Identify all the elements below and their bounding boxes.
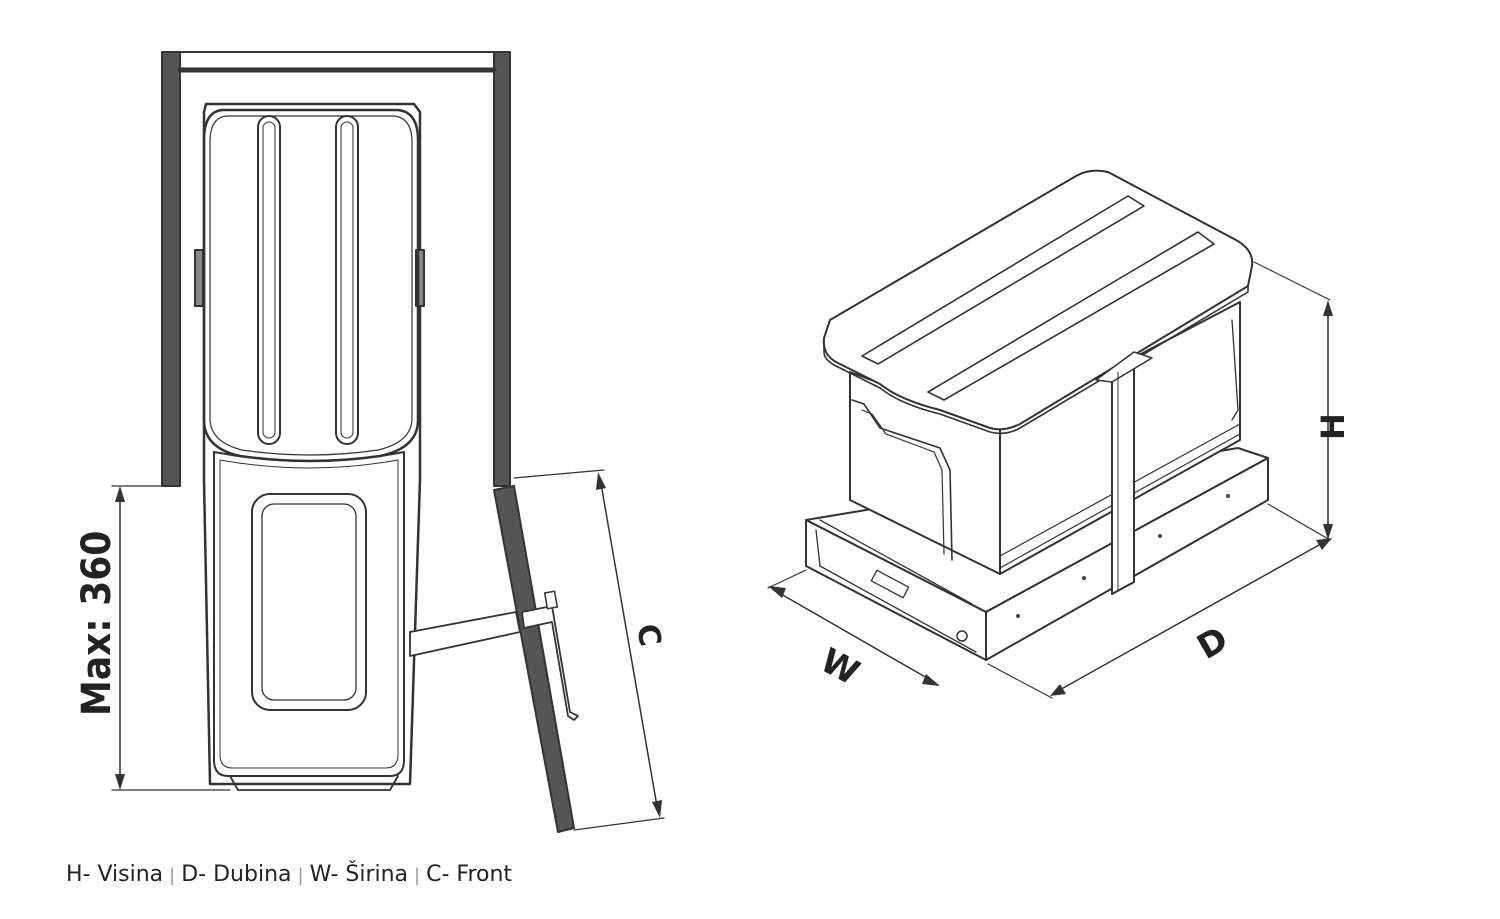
vertical-strap — [1111, 361, 1135, 595]
legend-item-c: C- Front — [426, 862, 513, 887]
bin-lid — [202, 108, 420, 463]
iso-view — [767, 169, 1333, 699]
cabinet-back-wall — [179, 51, 495, 71]
iso-lid-rib-1 — [861, 195, 1145, 365]
legend-separator: | — [169, 865, 176, 886]
h-label: H — [1314, 413, 1352, 440]
legend-item-d: D- Dubina — [181, 862, 292, 887]
iso-lid-top — [822, 169, 1254, 431]
bin-basin — [213, 451, 405, 777]
lid-rib-right — [335, 115, 359, 445]
door-arm — [409, 611, 521, 657]
legend-item-w: W- Širina — [309, 862, 409, 887]
cabinet-left-wall — [161, 51, 181, 487]
d-dim-line — [1055, 539, 1329, 693]
d-label: D — [1191, 619, 1235, 668]
door-handle — [521, 605, 579, 721]
legend-item-h: H- Visina — [66, 862, 164, 887]
iso-lid-rib-2 — [927, 231, 1215, 401]
cabinet-right-wall — [493, 51, 511, 487]
right-hinge — [415, 249, 425, 307]
w-dim-line — [773, 589, 935, 683]
top-view — [111, 51, 665, 833]
bin-label-plate — [251, 493, 367, 711]
c-dim-line — [599, 477, 659, 813]
c-label: C — [629, 621, 667, 649]
w-label: W — [814, 641, 866, 694]
left-hinge — [194, 249, 204, 307]
front-door-panel — [493, 485, 575, 833]
pullout-frame — [202, 102, 422, 786]
basin-bottom-edge — [229, 775, 399, 791]
legend-separator: | — [297, 865, 304, 886]
legend-separator: | — [414, 865, 421, 886]
lid-rib-left — [257, 115, 281, 445]
max-height-label: Max: 360 — [74, 531, 120, 716]
legend: H- Visina|D- Dubina|W- Širina|C- Front — [66, 862, 512, 887]
